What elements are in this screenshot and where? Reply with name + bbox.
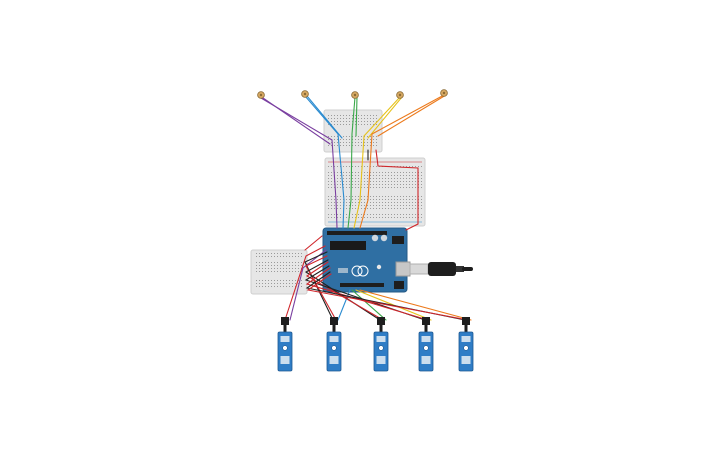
flex-sensor-wires	[260, 94, 447, 231]
servo-motor	[277, 317, 293, 372]
analog-header	[340, 283, 384, 287]
usb-cable	[409, 262, 473, 276]
servo-motor	[326, 317, 342, 372]
servo-horn	[330, 317, 338, 325]
arduino-uno-board	[322, 227, 411, 293]
left-half-breadboard	[250, 249, 308, 295]
flex-sensor	[440, 89, 448, 97]
servo-motor	[373, 317, 389, 372]
capacitor-left	[371, 234, 379, 242]
atmega-chip	[330, 241, 366, 250]
servo-horn	[281, 317, 289, 325]
flex-sensor	[351, 91, 359, 99]
flex-sensors	[257, 89, 448, 99]
flex-sensor	[257, 91, 265, 99]
servo-horn	[422, 317, 430, 325]
servo-wires	[284, 235, 472, 321]
servo-motor	[418, 317, 434, 372]
digital-header	[327, 231, 387, 235]
flex-sensor	[301, 90, 309, 98]
servo-horn	[377, 317, 385, 325]
servo-motor	[458, 317, 474, 372]
servo-horn	[462, 317, 470, 325]
servos	[277, 317, 474, 372]
flex-sensor	[396, 91, 404, 99]
capacitor-right	[380, 234, 388, 242]
main-breadboard	[324, 157, 426, 227]
power-jack	[394, 281, 404, 289]
usb-port	[395, 261, 411, 277]
arduino-logo	[351, 265, 363, 277]
reset-area	[392, 236, 404, 244]
